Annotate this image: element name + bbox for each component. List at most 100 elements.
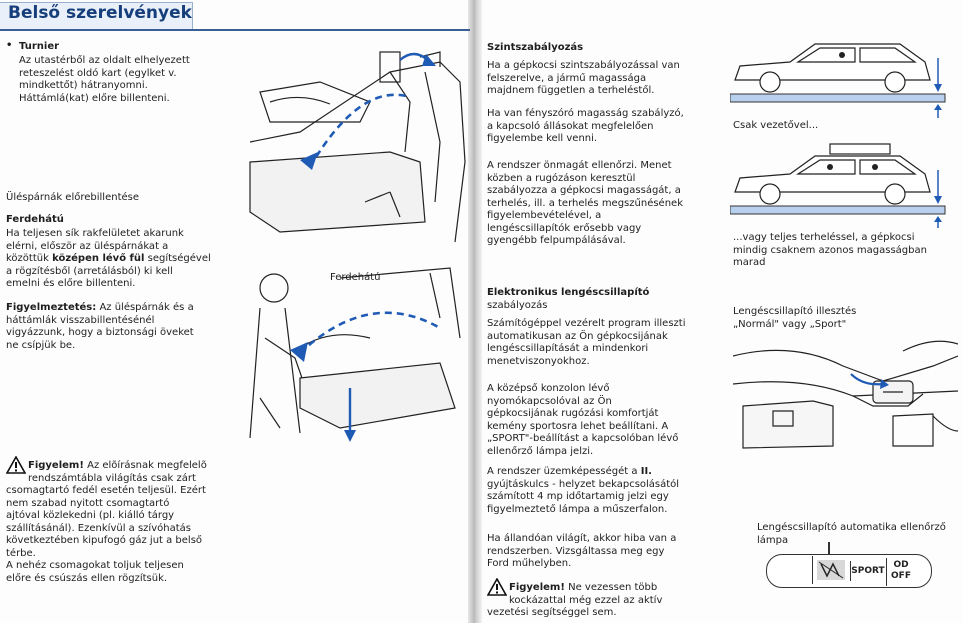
text-line: csomagtartó fedél esetén teljesül. Ezért — [6, 485, 206, 496]
text-line: Ha állandóan világít, akkor hiba van a — [487, 533, 677, 544]
center-console-switch-illustration — [733, 336, 958, 454]
text-line: emelni és előre billenteni. — [6, 278, 136, 289]
text-line: szállításánál). Ezenkívül a szívóhatás — [6, 522, 191, 534]
text-line: számított 4 mp időtartamig jelzi egy — [487, 491, 669, 502]
ferdehatu-heading: Ferdehátú — [6, 214, 64, 225]
turnier-text: Az utastérből az oldalt elhelyezett rete… — [19, 55, 190, 105]
text-line: nem szabad nyitott csomagtartó — [6, 497, 170, 509]
hatchback-seat-illustration — [240, 258, 468, 454]
od-off-label: OD OFF — [886, 558, 915, 586]
text-line: figyelmeztető lámpa a műszerfalon. — [487, 503, 668, 515]
text-line-mixed: közöttük középen lévő fül segítségével — [6, 253, 211, 266]
text-line: Ha a gépkocsi szintszabályozással van — [487, 60, 680, 71]
text-line: ...vagy teljes terheléssel, a gépkocsi — [733, 232, 915, 243]
bold-phrase: középen lévő fül — [52, 253, 145, 264]
text-line: „Normál" vagy „Sport" — [733, 318, 847, 330]
text-line: ne csípjük be. — [6, 339, 76, 351]
car-driver-only-illustration — [730, 36, 952, 118]
text-line: háttámlák visszabillentésénél — [6, 314, 155, 326]
text-line: felszerelve, a jármű magassága — [487, 72, 647, 84]
text-line: következtében kipufogó gáz jut a belső — [6, 535, 203, 546]
text-line: marad — [733, 257, 766, 268]
text-line: Számítógéppel vezérelt program illeszti — [487, 318, 686, 329]
text-line: közben a rugózáson keresztül — [487, 172, 636, 184]
text-line: Ha van fényszóró magasság szabályzó, — [487, 108, 684, 119]
text-span: Az üléspárnák és a — [99, 302, 194, 313]
driver-only-caption: Csak vezetővel... — [733, 120, 819, 131]
text-line: ellenőrző lámpa jelzi. — [487, 445, 594, 457]
damper-para2: A középső konzolon lévő nyomókapcsolóval… — [487, 383, 678, 458]
left-page — [0, 0, 470, 623]
text-line-mixed: Figyelmeztetés: Az üléspárnák és a — [6, 302, 194, 315]
text-line: nyomókapcsolóval az Ön — [487, 395, 612, 407]
text-line: A nehéz csomagokat toljuk teljesen — [6, 560, 184, 571]
text-line: mindig csaknem azonos magasságban — [733, 244, 927, 256]
text-span: Az elõírásnak megfelelõ — [87, 460, 207, 471]
text-span: A rendszer üzemképességét a — [487, 466, 638, 477]
header-rule — [0, 29, 470, 31]
level-control-heading: Szintszabályozás — [487, 42, 584, 53]
level-control-para3: A rendszer önmagát ellenőrzi. Menet közb… — [487, 160, 683, 248]
text-line: vezetési segítséggel sem. — [487, 607, 617, 618]
seat-warning-text: Figyelmeztetés: Az üléspárnák és a háttá… — [6, 302, 194, 352]
text-line: ajtóval közlekedni (pl. kiálló tárgy — [6, 510, 175, 521]
trunk-warning-text: Figyelem! Az elõírásnak megfelelõ rendsz… — [6, 460, 236, 585]
page-title: Belső szerelvények — [8, 3, 192, 23]
text-line: A rendszer önmagát ellenőrzi. Menet — [487, 160, 672, 171]
text-line: a kapcsoló állásokat megfelelően — [487, 120, 654, 132]
heading-line: Elektronikus lengéscsillapító — [487, 287, 650, 298]
bullet: • — [6, 40, 13, 51]
text-line: majdnem független a terheléstől. — [487, 85, 655, 96]
bold-phrase: II. — [640, 466, 652, 477]
text-span: Ne vezessen több — [568, 582, 658, 593]
text-line: lengéscsillapítását a mindenkori — [487, 343, 649, 354]
figure-label: Ferdehátú — [330, 272, 381, 283]
text-line: A középső konzolon lévő — [487, 383, 610, 394]
text-line: szabályozza a gépkocsi magasságát, a — [487, 185, 681, 196]
text-line: Ha teljesen sík rakfelületet akarunk — [6, 228, 184, 239]
sport-label: SPORT — [850, 561, 885, 581]
text-line: Háttámlá(kat) előre billenteni. — [19, 92, 170, 104]
warning-label: Figyelem! — [28, 460, 84, 471]
text-line: mindkettőt) hátranyomni. — [19, 80, 148, 91]
book-gutter — [468, 0, 482, 623]
text-line: gyújtáskulcs - helyzet bekapcsolásától — [487, 478, 680, 490]
text-line: a rögzítésből (arretálásból) ki kell — [6, 265, 173, 277]
text-line: Lengéscsillapító automatika ellenőrző — [757, 522, 946, 533]
text-line: vigyázzunk, hogy a biztonsági öveket — [6, 327, 194, 338]
level-control-para1: Ha a gépkocsi szintszabályozással van fe… — [487, 60, 680, 98]
text-line: rendszámtábla világítás csak zárt — [28, 472, 196, 484]
text-line: figyelembevételével, a — [487, 210, 602, 221]
damper-para4: Ha állandóan világít, akkor hiba van a r… — [487, 533, 676, 571]
text-line: „SPORT"-beállítást a kapcsolóban lévő — [487, 433, 679, 444]
right-page — [478, 0, 963, 623]
section-header: Belső szerelvények — [0, 0, 470, 31]
turnier-heading: Turnier — [19, 41, 60, 52]
text-line: terhelés, ill. a terhelés megszűnésének — [487, 197, 683, 209]
car-full-load-illustration — [730, 140, 952, 228]
lamp-pointer-line — [828, 542, 830, 556]
warning-triangle-icon — [486, 577, 508, 596]
indicator-lamp-panel — [766, 554, 932, 588]
text-line: lengéscsillapítók erősebb vagy — [487, 222, 642, 234]
level-control-para2: Ha van fényszóró magasság szabályzó, a k… — [487, 108, 684, 146]
text-line: rendszerben. Vizsgáltassa meg egy — [487, 545, 665, 557]
od-text: OD — [893, 560, 909, 570]
text-line: kemény sportosra lehet beállítani. A — [487, 420, 669, 432]
full-load-caption: ...vagy teljes terheléssel, a gépkocsi m… — [733, 232, 927, 270]
text-line: elérni, először az üléspárnákat a — [6, 240, 169, 252]
text-line: Lengéscsillapító illesztés — [733, 306, 857, 317]
heading-line: szabályozás — [487, 299, 548, 311]
switch-caption: Lengéscsillapító illesztés „Normál" vagy… — [733, 306, 856, 331]
text-line: figyelembe kell venni. — [487, 133, 598, 144]
text-line: előre és csúszás ellen rögzítsük. — [6, 572, 168, 584]
text-line-mixed: Figyelem! Ne vezessen több — [487, 582, 662, 595]
text-span: közöttük — [6, 253, 49, 264]
text-span: segítségével — [147, 253, 211, 264]
seat-fold-heading: Üléspárnák előrebillentése — [6, 192, 140, 203]
warning-label: Figyelem! — [509, 582, 565, 593]
text-line-mixed: Figyelem! Az elõírásnak megfelelõ — [6, 460, 236, 473]
turnier-seat-illustration — [240, 42, 468, 252]
text-line: automatikusan az Ön gépkocsijának — [487, 330, 668, 342]
text-line: kockázattal még ezzel az aktív — [509, 594, 663, 606]
